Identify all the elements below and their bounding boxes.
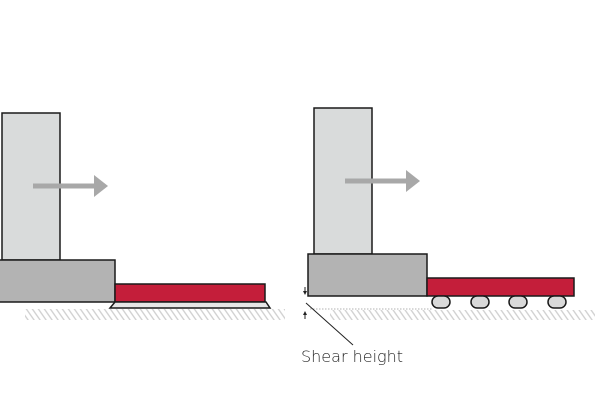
sliding-pad: [108, 301, 272, 309]
roller-bearing-diagram: Shear height: [301, 107, 595, 366]
roller: [547, 295, 567, 309]
bearing-plate: [114, 283, 266, 303]
force-arrow-icon: [33, 175, 108, 197]
roller: [508, 295, 528, 309]
shear-height-dimension: Shear height: [301, 287, 403, 366]
bearing-plate: [426, 277, 575, 297]
shear-height-label: Shear height: [301, 347, 403, 366]
foundation-base: [0, 259, 116, 303]
sliding-bearing-diagram: [0, 112, 285, 320]
force-arrow-icon: [345, 170, 420, 192]
rollers: [431, 295, 567, 309]
leader-line: [305, 302, 354, 346]
ground-hatch: [330, 310, 595, 320]
ground-hatch: [25, 309, 285, 320]
roller: [470, 295, 490, 309]
foundation-base: [307, 253, 428, 297]
roller: [431, 295, 451, 309]
